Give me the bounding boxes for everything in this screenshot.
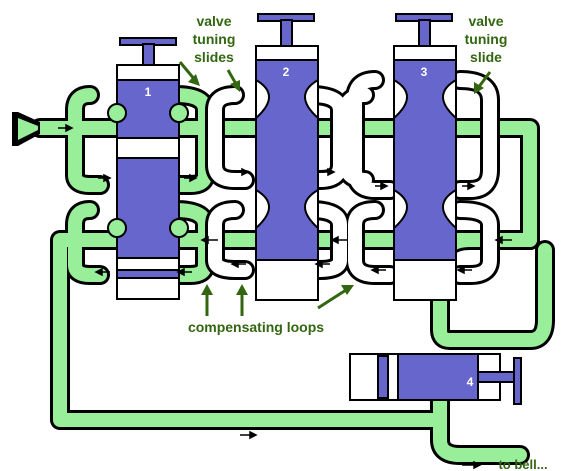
label-valve-tuning-slide-3: slide [470, 49, 502, 65]
label-valve-tuning-slides-1: valve [196, 13, 231, 29]
valve-1-number: 1 [145, 85, 152, 99]
mouthpiece [12, 112, 40, 146]
valve-3: 3 [393, 13, 457, 301]
labels: valve tuning slides valve tuning slide c… [188, 13, 548, 471]
arrow-to-valve3-slide [474, 71, 492, 94]
valve-4: 4 [349, 353, 522, 405]
valve-4-number: 4 [467, 375, 474, 389]
flow-arrows [58, 123, 512, 470]
arrow-to-compensating-loop-1 [201, 284, 213, 316]
valve-1: 1 [107, 37, 189, 300]
flow-arrow-right [58, 123, 482, 470]
label-valve-tuning-slide-1: valve [468, 13, 503, 29]
label-valve-tuning-slide-2: tuning [465, 31, 508, 47]
valve-2-number: 2 [283, 65, 290, 79]
label-compensating-loops: compensating loops [188, 319, 324, 335]
arrow-to-compensating-loop-2 [236, 284, 248, 316]
white-tubing [205, 70, 500, 285]
valve-3-number: 3 [421, 65, 428, 79]
flow-arrow-left [94, 235, 512, 277]
valve-2: 2 [255, 13, 319, 301]
arrow-to-valve1-slide [178, 61, 200, 86]
label-valve-tuning-slides-3: slides [194, 49, 234, 65]
annotation-arrows [178, 61, 492, 316]
arrow-to-compensating-loop-3 [317, 285, 354, 310]
label-valve-tuning-slides-2: tuning [193, 31, 236, 47]
arrow-to-valve2-slide [226, 69, 240, 92]
label-to-bell: to bell... [498, 457, 547, 471]
